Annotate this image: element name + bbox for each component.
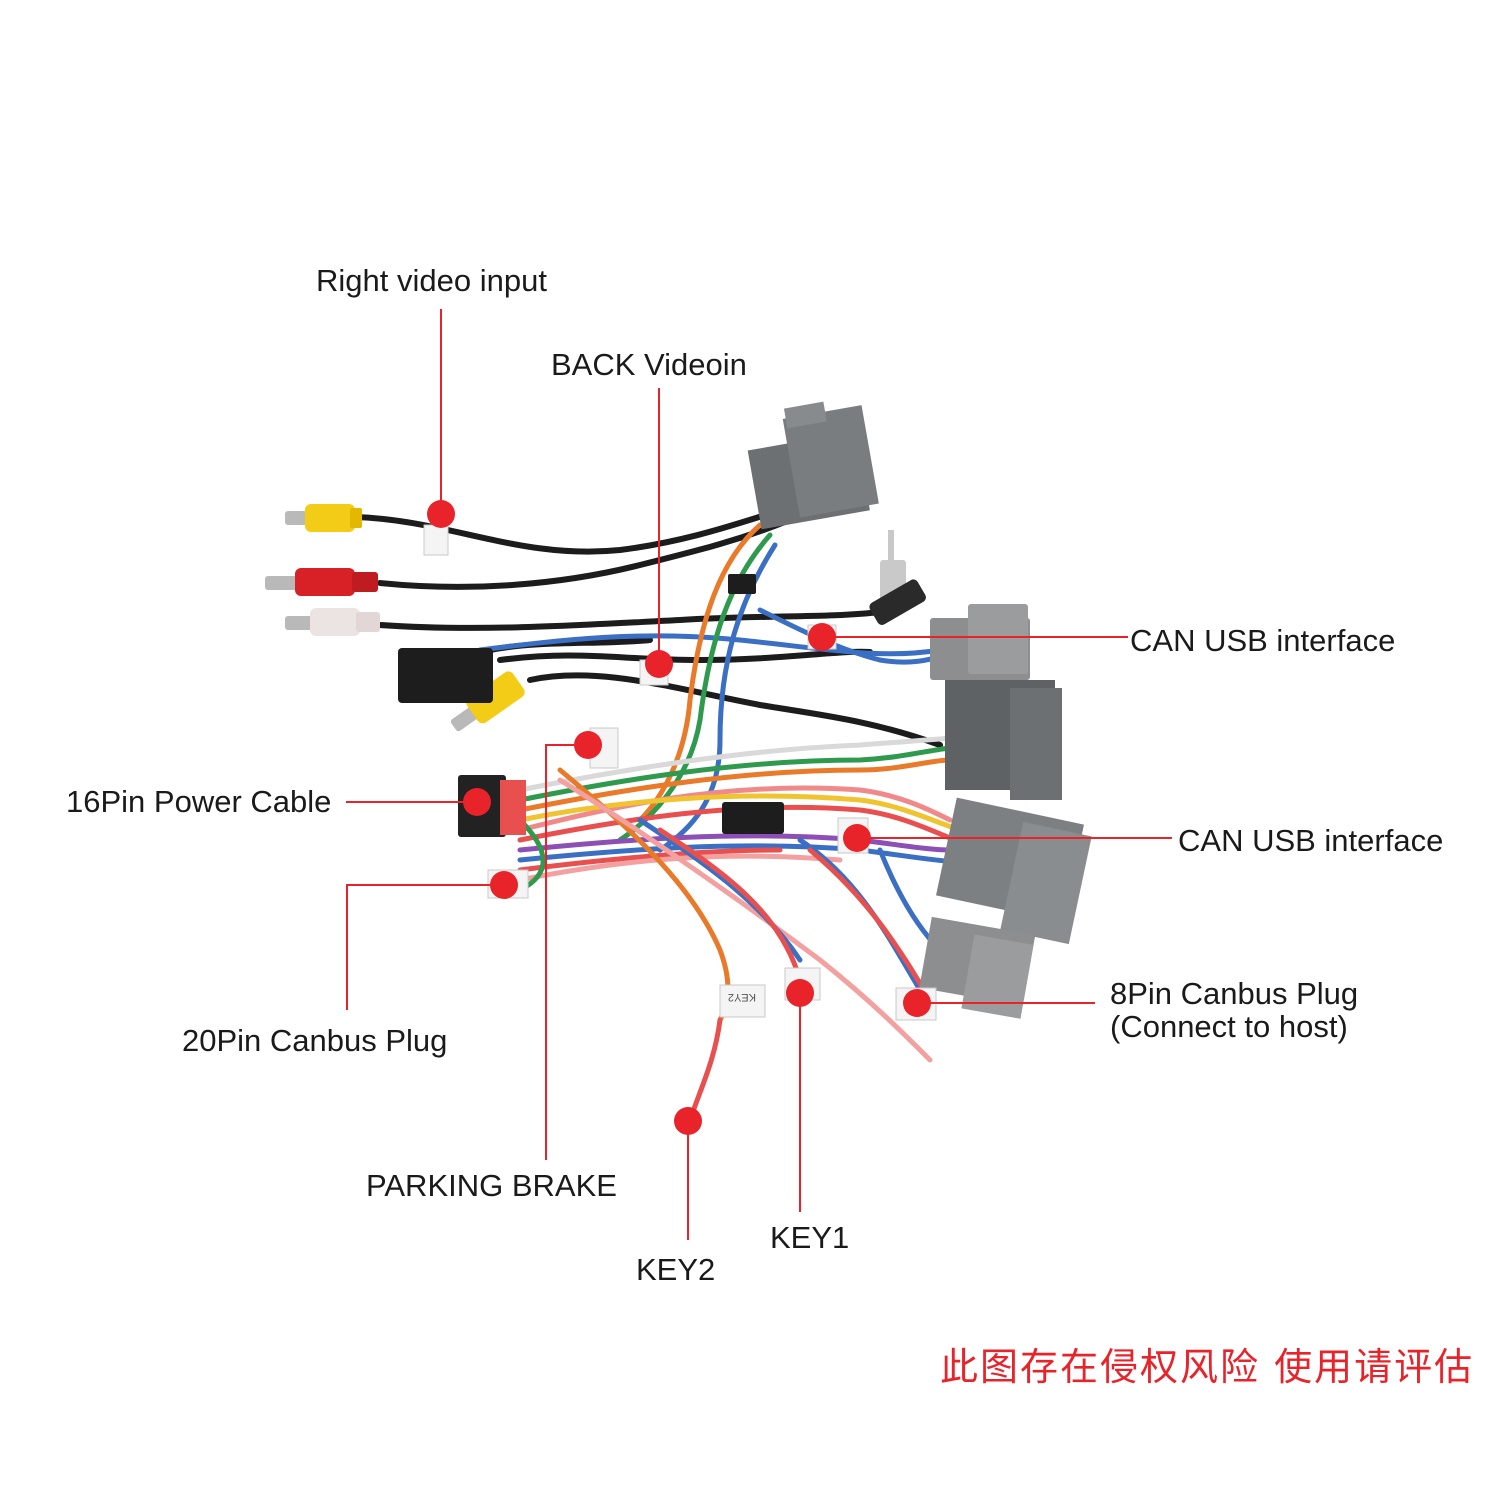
dot-can-usb-mid [843, 824, 871, 852]
label-right-video-input: Right video input [316, 263, 547, 298]
dot-parking-brake [574, 731, 602, 759]
dot-can-usb-top [808, 623, 836, 651]
label-20pin-canbus-plug: 20Pin Canbus Plug [182, 1023, 448, 1058]
dot-8pin-canbus [903, 989, 931, 1017]
label-parking-brake: PARKING BRAKE [366, 1168, 617, 1203]
dot-right-video-input [427, 500, 455, 528]
watermark-warning-text: 此图存在侵权风险 使用请评估 [940, 1345, 1475, 1389]
label-8pin-canbus-plug: 8Pin Canbus Plug (Connect to host) [1110, 976, 1359, 1044]
label-8pin-canbus-line1: 8Pin Canbus Plug [1110, 976, 1359, 1011]
dot-key1 [786, 979, 814, 1007]
dot-back-videoin [645, 650, 673, 678]
label-can-usb-interface-mid: CAN USB interface [1178, 823, 1444, 858]
label-8pin-canbus-line2: (Connect to host) [1110, 1008, 1348, 1044]
label-16pin-power-cable: 16Pin Power Cable [66, 784, 332, 819]
key2-tag-text: KEY2 [728, 991, 756, 1003]
dot-16pin-power [463, 788, 491, 816]
rca-connectors [265, 504, 525, 732]
label-key2: KEY2 [636, 1252, 716, 1287]
label-key1: KEY1 [770, 1220, 850, 1255]
dot-key2 [674, 1107, 702, 1135]
callout-dots [427, 500, 931, 1135]
label-back-videoin: BACK Videoin [551, 347, 747, 382]
gray-connectors [398, 401, 1092, 1019]
label-can-usb-interface-top: CAN USB interface [1130, 623, 1396, 658]
dot-20pin-canbus [490, 871, 518, 899]
